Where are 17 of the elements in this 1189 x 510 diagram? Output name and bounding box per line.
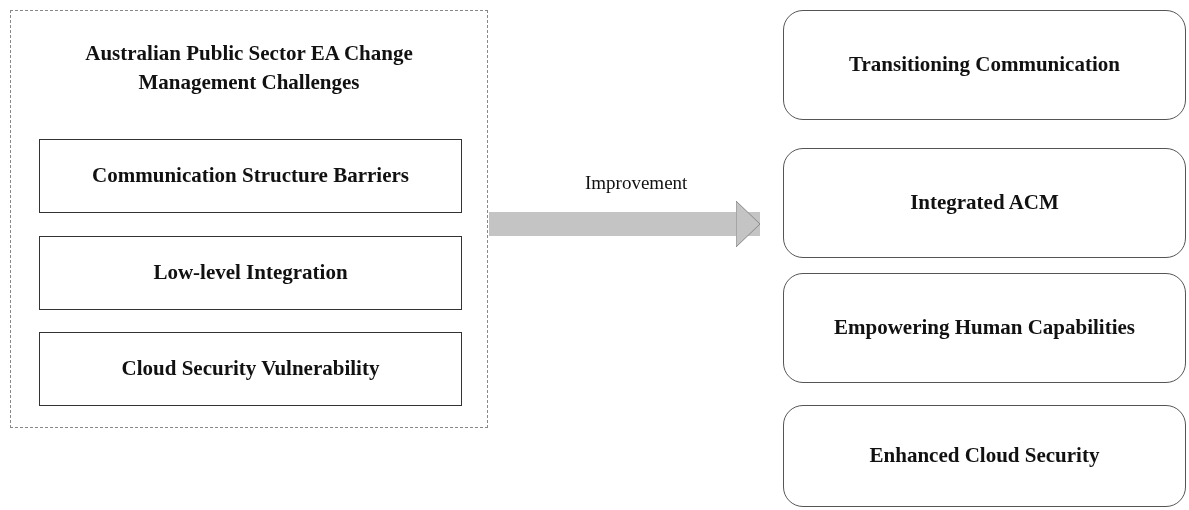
node-label: Transitioning Communication: [849, 51, 1120, 79]
rounded-box: [783, 10, 1186, 120]
process-box: [39, 236, 462, 310]
node-label: Enhanced Cloud Security: [869, 442, 1100, 470]
node-label: Low-level Integration: [153, 259, 348, 287]
process-box: [39, 332, 462, 406]
block-arrow: [489, 200, 761, 248]
node-label: Cloud Security Vulnerability: [121, 355, 380, 383]
node-label: Empowering Human Capabilities: [833, 314, 1135, 342]
group-title: Australian Public Sector EA Change Management Challenges: [84, 40, 414, 97]
dashed-group-box: [10, 10, 488, 428]
node-label: Communication Structure Barriers: [92, 162, 409, 190]
node-label: Integrated ACM: [910, 189, 1059, 217]
rounded-box: [783, 148, 1186, 258]
rounded-box: [783, 405, 1186, 507]
process-box: [39, 139, 462, 213]
rounded-box: [783, 273, 1186, 383]
